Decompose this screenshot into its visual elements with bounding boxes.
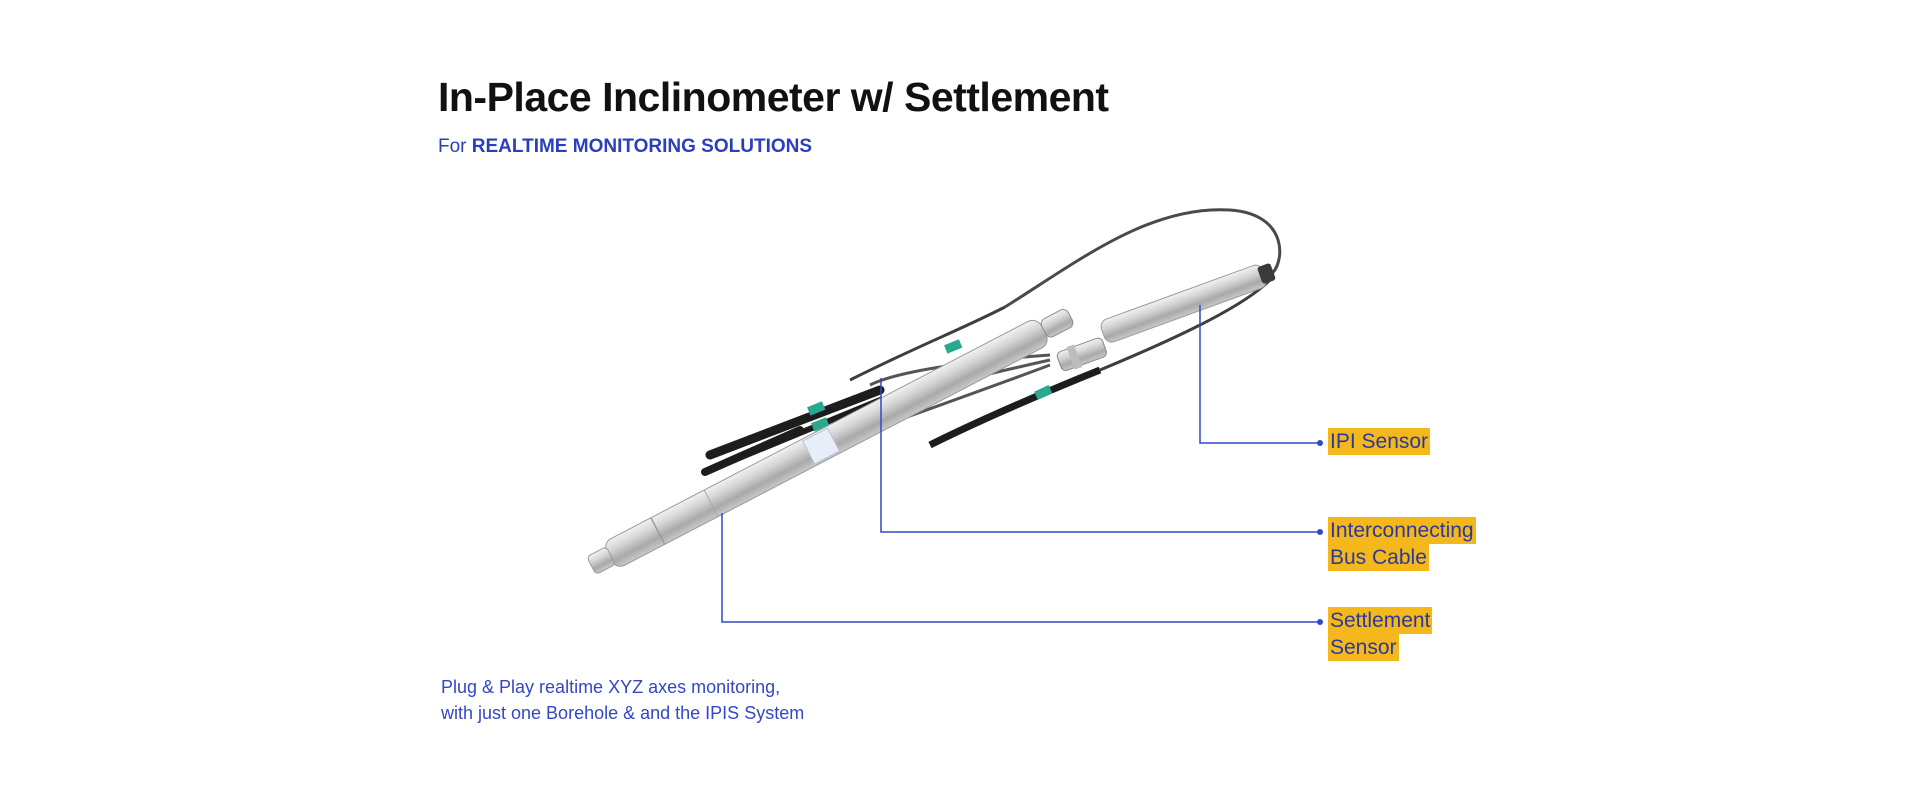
bus-connector [1056,337,1107,372]
settlement-leader-line [721,513,1320,623]
cable-band-4 [1034,384,1053,400]
cable-band-1 [807,401,826,416]
callout-settlement-line1: Settlement [1328,607,1433,634]
cable-band-3 [944,339,963,354]
callout-settlement-line2: Sensor [1328,634,1399,661]
description-line-2: with just one Borehole & and the IPIS Sy… [441,703,805,723]
product-description: Plug & Play realtime XYZ axes monitoring… [441,674,804,726]
cable-end-1 [705,385,885,460]
callout-bus-cable-line2: Bus Cable [1328,544,1429,571]
description-line-1: Plug & Play realtime XYZ axes monitoring… [441,677,781,697]
callout-settlement-sensor: Settlement Sensor [1328,607,1433,661]
page-subtitle: For REALTIME MONITORING SOLUTIONS [438,136,812,158]
settlement-sensor-body [587,309,1074,574]
callout-ipi-sensor: IPI Sensor [1328,428,1431,455]
cable-end-3 [701,426,804,476]
cable-to-upper-sensor [849,305,1006,382]
loop-cable [1004,208,1282,309]
subtitle-highlight: REALTIME MONITORING SOLUTIONS [471,136,813,157]
cable-band-2 [811,417,830,432]
callout-bus-cable-line1: Interconnecting [1328,517,1476,544]
bus-cable-leader-line [880,378,1320,533]
ipi-sensor-body [1100,263,1276,343]
right-lower-cable [928,366,1102,449]
callout-bus-cable: Interconnecting Bus Cable [1328,517,1476,571]
page-title: In-Place Inclinometer w/ Settlement [438,74,1109,120]
ipi-leader-line [1199,305,1320,444]
subtitle-prefix: For [438,136,467,157]
callout-ipi-sensor-label: IPI Sensor [1328,428,1431,455]
